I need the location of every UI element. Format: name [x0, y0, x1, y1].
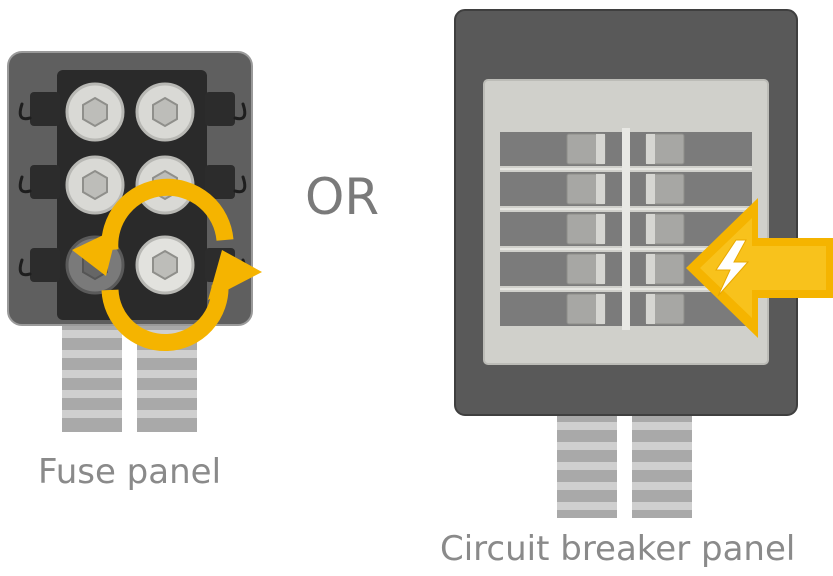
- circuit-breaker-panel: [454, 9, 833, 518]
- breaker-rows: [500, 128, 752, 330]
- rotate-arrows-icon: [72, 178, 262, 351]
- arrow-left-icon: [686, 198, 833, 338]
- fuse-panel: [7, 51, 262, 432]
- fuse-caps: [65, 82, 195, 295]
- lightning-bolt-icon: [715, 239, 750, 297]
- or-label: OR: [305, 168, 380, 226]
- fuse-panel-label: Fuse panel: [38, 452, 222, 492]
- breaker-switches: [566, 133, 685, 325]
- breaker-panel-cables: [557, 410, 692, 518]
- circuit-breaker-panel-label: Circuit breaker panel: [440, 529, 796, 569]
